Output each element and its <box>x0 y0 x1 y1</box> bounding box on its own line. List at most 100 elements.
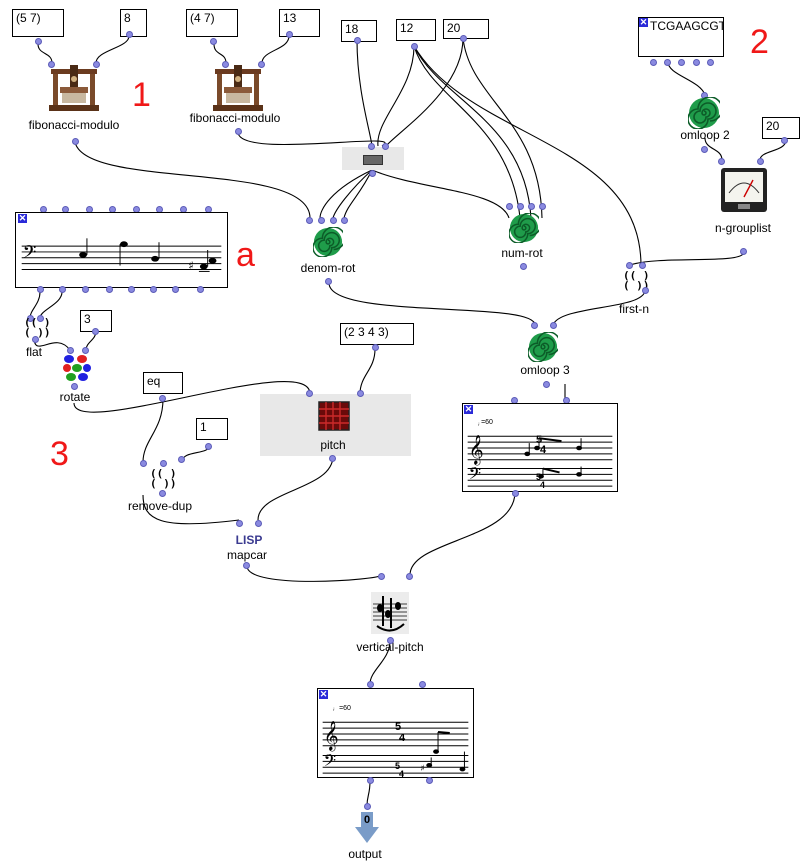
inlet[interactable] <box>639 262 646 269</box>
outlet[interactable] <box>286 31 293 38</box>
outlet[interactable] <box>693 59 700 66</box>
rotate-icon[interactable] <box>62 354 92 382</box>
inlet[interactable] <box>406 573 413 580</box>
inlet[interactable] <box>367 681 374 688</box>
outlet[interactable] <box>664 59 671 66</box>
outlet[interactable] <box>329 455 336 462</box>
inlet[interactable] <box>82 347 89 354</box>
outlet[interactable] <box>235 128 242 135</box>
inlet[interactable] <box>318 217 325 224</box>
score-editor[interactable]: 𝄞 𝄢 ♩ <box>462 403 618 492</box>
outlet[interactable] <box>543 381 550 388</box>
inlet[interactable] <box>368 143 375 150</box>
close-icon[interactable]: ✕ <box>639 17 648 27</box>
meter-icon[interactable] <box>720 167 768 213</box>
number-box[interactable]: 12 <box>396 19 436 41</box>
inlet[interactable] <box>517 203 524 210</box>
score-editor[interactable]: 𝄢 ♯ <box>15 212 228 288</box>
outlet[interactable] <box>32 336 39 343</box>
inlet[interactable] <box>550 322 557 329</box>
inlet[interactable] <box>306 390 313 397</box>
number-box[interactable]: 13 <box>279 9 320 37</box>
lisp-icon[interactable]: LISP <box>235 533 263 547</box>
output-arrow-icon[interactable] <box>355 812 379 844</box>
outlet[interactable] <box>387 637 394 644</box>
outlet[interactable] <box>106 286 113 293</box>
outlet[interactable] <box>369 170 376 177</box>
press-icon[interactable] <box>48 65 100 113</box>
inlet[interactable] <box>140 460 147 467</box>
outlet[interactable] <box>520 263 527 270</box>
outlet[interactable] <box>205 443 212 450</box>
outlet[interactable] <box>37 286 44 293</box>
outlet[interactable] <box>740 248 747 255</box>
spiral-icon[interactable] <box>313 227 343 257</box>
outlet[interactable] <box>426 777 433 784</box>
inlet[interactable] <box>48 61 55 68</box>
inlet[interactable] <box>222 61 229 68</box>
outlet[interactable] <box>642 287 649 294</box>
outlet[interactable] <box>82 286 89 293</box>
close-icon[interactable]: ✕ <box>18 213 27 223</box>
outlet[interactable] <box>354 37 361 44</box>
inlet[interactable] <box>419 681 426 688</box>
outlet[interactable] <box>372 344 379 351</box>
spiral-icon[interactable] <box>688 97 720 129</box>
number-box[interactable]: 20 <box>762 117 800 139</box>
inlet[interactable] <box>236 520 243 527</box>
list-input-box[interactable]: (4 7) <box>186 9 238 37</box>
outlet[interactable] <box>35 38 42 45</box>
close-icon[interactable]: ✕ <box>319 689 328 699</box>
press-icon[interactable] <box>212 65 264 113</box>
outlet[interactable] <box>92 328 99 335</box>
score-editor[interactable]: 𝄞 𝄢 ♯ ♩ <box>317 688 474 778</box>
vertical-pitch-icon[interactable] <box>371 592 409 634</box>
inlet[interactable] <box>506 203 513 210</box>
inlet[interactable] <box>258 61 265 68</box>
outlet[interactable] <box>707 59 714 66</box>
number-box[interactable]: 1 <box>196 418 228 440</box>
outlet[interactable] <box>701 146 708 153</box>
inlet[interactable] <box>757 158 764 165</box>
outlet[interactable] <box>325 278 332 285</box>
outlet[interactable] <box>781 137 788 144</box>
inlet[interactable] <box>357 390 364 397</box>
outlet[interactable] <box>59 286 66 293</box>
list-icon[interactable]: (( )( )) <box>150 467 177 490</box>
inlet[interactable] <box>160 460 167 467</box>
outlet[interactable] <box>126 31 133 38</box>
inlet[interactable] <box>539 203 546 210</box>
list-icon[interactable]: (( )( )) <box>24 316 51 339</box>
inlet[interactable] <box>178 456 185 463</box>
inlet[interactable] <box>718 158 725 165</box>
spiral-icon[interactable] <box>509 213 539 243</box>
number-box[interactable]: 18 <box>341 20 377 42</box>
inlet[interactable] <box>27 315 34 322</box>
outlet[interactable] <box>128 286 135 293</box>
list-input-box[interactable]: (5 7) <box>12 9 64 37</box>
outlet[interactable] <box>367 777 374 784</box>
outlet[interactable] <box>512 490 519 497</box>
inlet[interactable] <box>67 347 74 354</box>
inlet[interactable] <box>382 143 389 150</box>
outlet[interactable] <box>172 286 179 293</box>
outlet[interactable] <box>650 59 657 66</box>
inlet[interactable] <box>364 803 371 810</box>
list-icon[interactable]: (( )( )) <box>623 269 650 292</box>
outlet[interactable] <box>159 490 166 497</box>
outlet[interactable] <box>411 43 418 50</box>
outlet[interactable] <box>150 286 157 293</box>
list-input-box[interactable]: (2 3 4 3) <box>340 323 414 345</box>
outlet[interactable] <box>210 38 217 45</box>
outlet[interactable] <box>197 286 204 293</box>
inlet[interactable] <box>306 217 313 224</box>
outlet[interactable] <box>243 562 250 569</box>
inlet[interactable] <box>93 61 100 68</box>
number-box[interactable]: 8 <box>120 9 147 37</box>
sequence-box[interactable]: TCGAAGCGT <box>638 17 724 57</box>
inlet[interactable] <box>341 217 348 224</box>
symbol-box[interactable]: eq <box>143 372 183 394</box>
outlet[interactable] <box>72 138 79 145</box>
inlet[interactable] <box>378 573 385 580</box>
outlet[interactable] <box>71 383 78 390</box>
